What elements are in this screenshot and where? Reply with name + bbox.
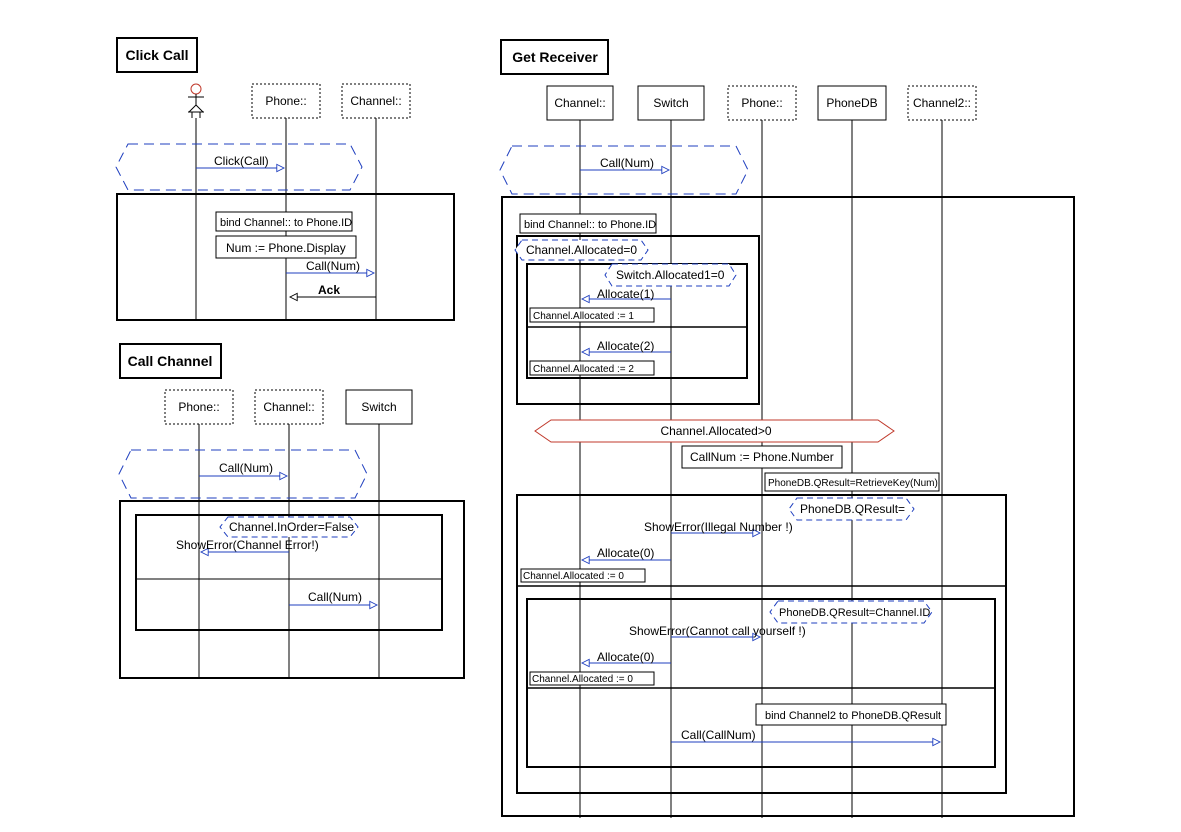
get-receiver-lifeline-phonedb: PhoneDB <box>826 96 877 110</box>
get-receiver-note-alloc2: Channel.Allocated := 2 <box>533 364 634 375</box>
click-call-lifeline-channel: Channel:: <box>350 94 401 108</box>
get-receiver-msg-alloc0a: Allocate(0) <box>597 546 654 560</box>
get-receiver-note-alloc2-box <box>529 360 655 376</box>
stick-figure-icon <box>188 83 204 118</box>
get-receiver-note-callnum-box <box>681 445 843 469</box>
call-channel-lifeline-switch-box <box>345 389 413 425</box>
get-receiver-note-bind2-box <box>755 703 947 726</box>
call-channel-lifeline-phone: Phone:: <box>178 400 219 414</box>
get-receiver-guard-allocated <box>514 239 649 261</box>
call-channel-msg-call: Call(Num) <box>219 461 273 475</box>
get-receiver-msg-call: Call(Num) <box>600 156 654 170</box>
call-channel-msg-showerror: ShowError(Channel Error!) <box>176 538 319 552</box>
click-call-note-bind-box <box>215 211 353 232</box>
click-call-lifeline-phone-box <box>251 83 321 119</box>
click-call-diagram: Click Call Phone:: Channel:: Click(Call)… <box>115 37 455 321</box>
get-receiver-lifeline-phonedb-box <box>817 85 887 121</box>
click-call-lifeline-channel-box <box>341 83 411 119</box>
call-channel-guard-inorder <box>219 516 359 538</box>
get-receiver-frame <box>501 196 1075 817</box>
get-receiver-note-alloc0a: Channel.Allocated := 0 <box>523 571 624 582</box>
call-channel-region-guard <box>118 449 368 499</box>
click-call-msg-click: Click(Call) <box>214 154 269 168</box>
get-receiver-title-box <box>500 39 609 75</box>
click-call-note-bind: bind Channel:: to Phone.ID <box>220 217 352 229</box>
call-channel-msg-call2: Call(Num) <box>308 590 362 604</box>
click-call-note-num-box <box>215 235 357 259</box>
get-receiver-note-alloc0b: Channel.Allocated := 0 <box>532 674 633 685</box>
get-receiver-msg-callnum: Call(CallNum) <box>681 728 756 742</box>
call-channel-lifeline-channel-box <box>254 389 324 425</box>
get-receiver-guard-switch <box>604 263 737 287</box>
get-receiver-guard-allocated-label: Channel.Allocated=0 <box>526 243 637 257</box>
get-receiver-lifeline-channel-box <box>546 85 614 121</box>
get-receiver-guard-switch-label: Switch.Allocated1=0 <box>616 268 725 282</box>
call-channel-diagram: Call Channel Phone:: Channel:: Switch Ca… <box>118 343 465 679</box>
get-receiver-lifeline-channel: Channel:: <box>554 96 605 110</box>
get-receiver-lifeline-channel2: Channel2:: <box>913 96 971 110</box>
click-call-region-guard <box>115 143 363 191</box>
call-channel-alt-frame <box>135 514 443 631</box>
call-channel-lifeline-switch: Switch <box>361 400 396 414</box>
get-receiver-msg-alloc2: Allocate(2) <box>597 339 654 353</box>
get-receiver-note-bind2: bind Channel2 to PhoneDB.QResult <box>765 710 941 722</box>
click-call-msg-ack: Ack <box>318 283 340 297</box>
get-receiver-note-alloc1-box <box>529 307 655 323</box>
get-receiver-qresult-frame <box>516 494 1007 794</box>
get-receiver-msg-cannot: ShowError(Cannot call yourself !) <box>629 624 806 638</box>
get-receiver-self-frame <box>526 598 996 768</box>
get-receiver-lifeline-channel2-box <box>907 85 977 121</box>
get-receiver-lifeline-phone-box <box>727 85 797 121</box>
get-receiver-region-guard <box>499 145 749 195</box>
get-receiver-note-qresult: PhoneDB.QResult=RetrieveKey(Num) <box>768 478 938 489</box>
get-receiver-note-alloc1: Channel.Allocated := 1 <box>533 311 634 322</box>
call-channel-lifeline-channel: Channel:: <box>263 400 314 414</box>
click-call-note-num: Num := Phone.Display <box>226 241 346 255</box>
get-receiver-msg-alloc1: Allocate(1) <box>597 287 654 301</box>
click-call-frame <box>116 193 455 321</box>
call-channel-lifeline-phone-box <box>164 389 234 425</box>
click-call-lifeline-phone: Phone:: <box>265 94 306 108</box>
click-call-msg-call: Call(Num) <box>306 259 360 273</box>
get-receiver-guard-qresult-label: PhoneDB.QResult= <box>800 502 905 516</box>
get-receiver-lifeline-switch-box <box>637 85 705 121</box>
call-channel-title-box <box>119 343 222 379</box>
get-receiver-guard-allocated-gt <box>534 419 895 443</box>
call-channel-title: Call Channel <box>128 353 213 369</box>
get-receiver-diagram: Get Receiver Channel:: Switch Phone:: Ph… <box>499 39 1075 818</box>
get-receiver-guard-qresult <box>788 497 915 521</box>
get-receiver-alloc-frame <box>516 235 760 405</box>
click-call-title-box <box>116 37 198 73</box>
get-receiver-guard-allocated-gt-label: Channel.Allocated>0 <box>660 424 771 438</box>
get-receiver-note-bind-box <box>519 213 657 234</box>
get-receiver-guard-qresult-id-label: PhoneDB.QResult=Channel.ID <box>779 607 930 619</box>
call-channel-frame <box>119 500 465 679</box>
get-receiver-lifeline-switch: Switch <box>653 96 688 110</box>
get-receiver-msg-alloc0b: Allocate(0) <box>597 650 654 664</box>
get-receiver-note-qresult-box <box>764 472 940 492</box>
get-receiver-note-alloc0b-box <box>529 671 655 686</box>
get-receiver-note-callnum: CallNum := Phone.Number <box>690 450 834 464</box>
get-receiver-lifeline-phone: Phone:: <box>741 96 782 110</box>
get-receiver-title: Get Receiver <box>512 49 598 65</box>
call-channel-guard-inorder-label: Channel.InOrder=False <box>229 520 354 534</box>
get-receiver-note-bind: bind Channel:: to Phone.ID <box>524 219 656 231</box>
get-receiver-note-alloc0a-box <box>520 568 646 583</box>
get-receiver-guard-qresult-id <box>769 600 933 624</box>
click-call-title: Click Call <box>125 47 188 63</box>
get-receiver-msg-illegal: ShowError(Illegal Number !) <box>644 520 793 534</box>
